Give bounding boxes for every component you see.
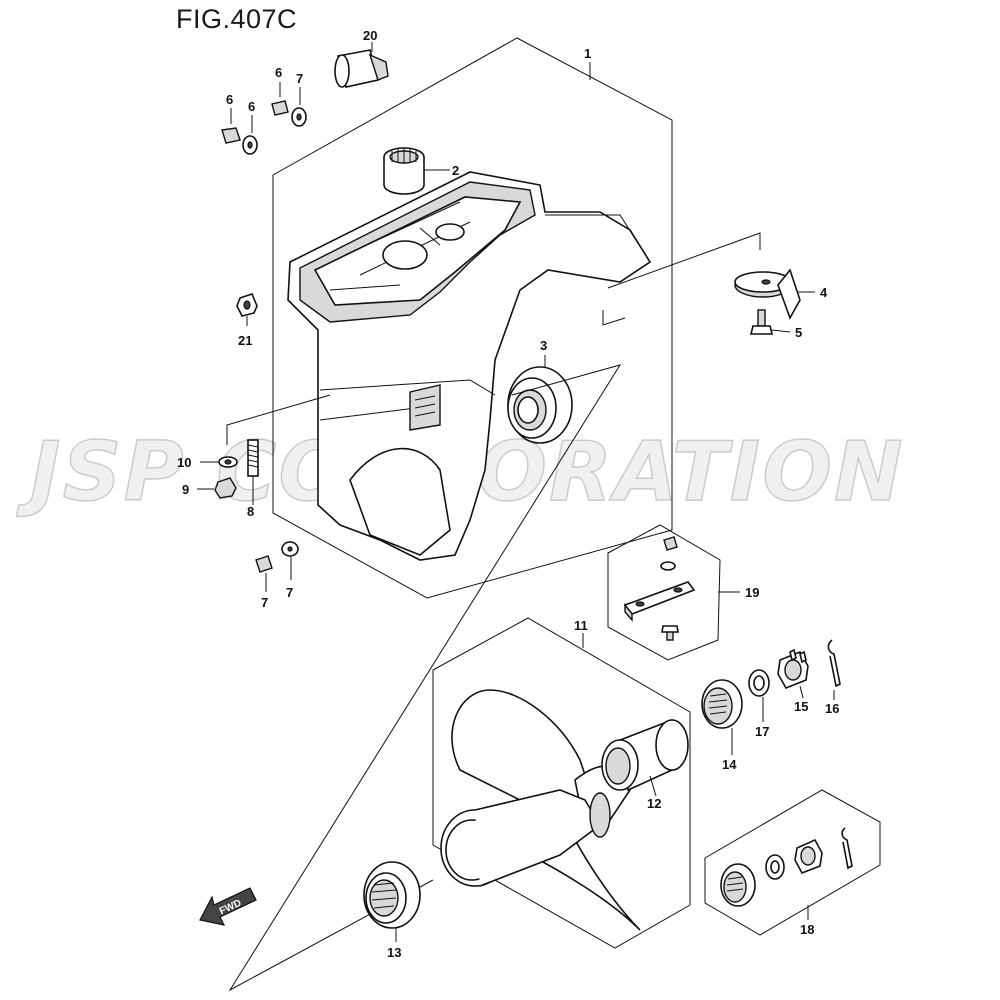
callout-1: 1 — [584, 46, 591, 61]
callout-6b: 6 — [275, 65, 282, 80]
callout-5: 5 — [795, 325, 802, 340]
guide-line-bearing — [228, 364, 622, 992]
callout-7c: 7 — [286, 585, 293, 600]
callout-19: 20 — [363, 28, 377, 43]
callout-11: 11 — [574, 618, 588, 633]
gearcase-group-frame — [272, 37, 673, 599]
fwd-arrow-icon: FWD — [199, 887, 257, 926]
stud-nut-part — [197, 477, 237, 499]
callout-7b: 7 — [296, 71, 303, 86]
thrust-holder-part — [363, 861, 421, 942]
spacer-part — [701, 679, 743, 755]
callout-17: 17 — [755, 724, 769, 739]
ball-bearing-part — [507, 355, 573, 444]
callout-14: 14 — [722, 757, 737, 772]
callout-9: 9 — [182, 482, 189, 497]
bolt-6-upper-left — [221, 108, 241, 144]
propeller-hardware-kit-frame — [704, 789, 881, 936]
propeller-bush-part — [601, 719, 689, 797]
washer-7-upper-right — [291, 87, 307, 127]
washer-7-upper-left — [242, 115, 258, 155]
callout-13: 13 — [387, 945, 401, 960]
guide-line-stud — [226, 394, 331, 445]
bolt-6-lower — [255, 555, 273, 592]
callout-18: 18 — [800, 922, 814, 937]
callout-8: 8 — [247, 504, 254, 519]
trim-tab-anode-part — [607, 232, 815, 320]
callout-12: 12 — [647, 796, 661, 811]
callout-4: 4 — [820, 285, 828, 300]
plug-part — [334, 42, 389, 88]
callout-7a: 6 — [248, 99, 255, 114]
callout-2: 2 — [452, 163, 459, 178]
prop-washer-part — [748, 669, 770, 722]
anode-kit-frame — [607, 524, 740, 661]
propeller-group-frame — [432, 617, 691, 949]
callout-6a: 6 — [226, 92, 233, 107]
anode-bolt-part — [749, 309, 791, 335]
bearing-bush-part — [383, 147, 450, 195]
castle-nut-part — [777, 648, 809, 699]
propeller-part — [440, 689, 641, 931]
gearcase-housing-part — [287, 171, 652, 561]
callout-20: 19 — [745, 585, 759, 600]
callout-10: 10 — [177, 455, 191, 470]
stud-bolt-part — [247, 439, 259, 505]
stud-washer-part — [200, 456, 238, 468]
callout-15: 15 — [794, 699, 808, 714]
callout-16: 16 — [825, 701, 839, 716]
callout-6c: 7 — [261, 595, 268, 610]
washer-7-lower — [281, 541, 299, 580]
nut-part — [236, 293, 258, 326]
fwd-label: FWD — [218, 898, 243, 918]
figure-title: FIG.407C — [176, 4, 298, 34]
callout-21: 21 — [238, 333, 252, 348]
bolt-6-upper-right — [271, 82, 289, 116]
callout-3: 3 — [540, 338, 547, 353]
cotter-pin-part — [827, 639, 841, 700]
